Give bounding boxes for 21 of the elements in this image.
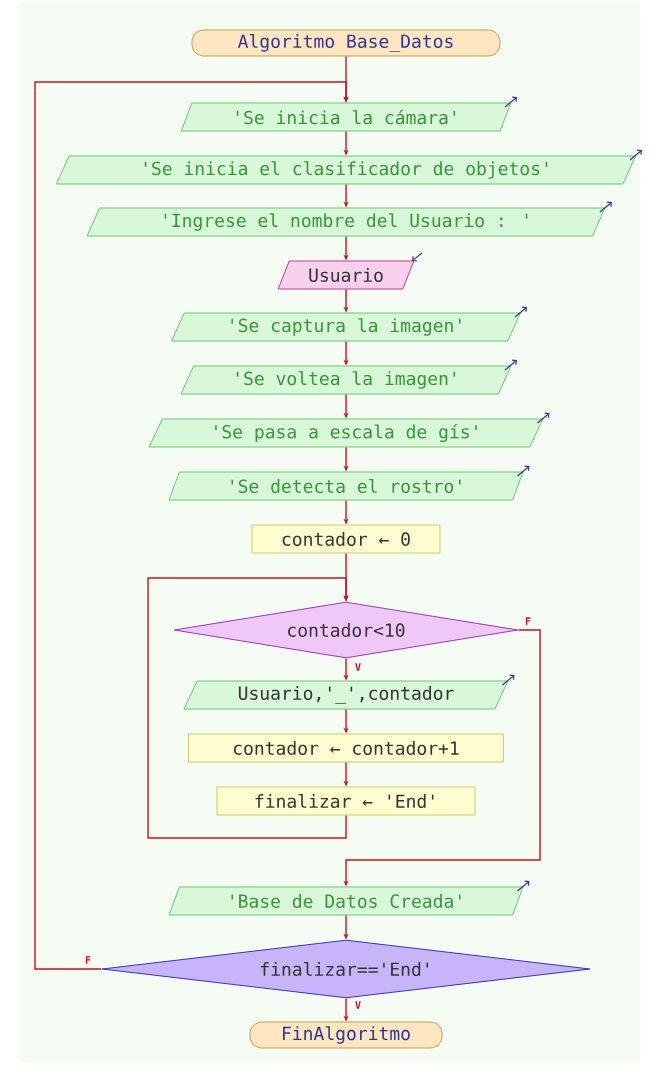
arrow: [147, 577, 349, 839]
edge-label: F: [524, 616, 532, 626]
process-box: contador ← 0: [251, 524, 441, 554]
input-parallelogram: Usuario: [277, 260, 415, 290]
output-parallelogram: 'Ingrese el nombre del Usuario : ': [86, 207, 606, 237]
edge-label: V: [354, 662, 362, 672]
edge-label: F: [84, 955, 92, 965]
output-parallelogram: 'Se pasa a escala de gís': [148, 418, 544, 448]
output-parallelogram: 'Base de Datos Creada': [168, 886, 524, 916]
process-box: contador ← contador+1: [188, 733, 504, 763]
terminal-box: FinAlgoritmo: [249, 1021, 443, 1049]
edge-label: V: [354, 1000, 362, 1010]
arrow: [34, 81, 349, 970]
process-box: finalizar ← 'End': [216, 786, 476, 816]
output-parallelogram: 'Se detecta el rostro': [168, 471, 524, 501]
output-parallelogram: 'Se captura la imagen': [171, 312, 521, 342]
output-parallelogram: 'Se voltea la imagen': [180, 365, 512, 395]
output-parallelogram: 'Se inicia la cámara': [180, 102, 512, 132]
terminal-box: Algoritmo Base_Datos: [191, 29, 501, 57]
output-parallelogram: 'Se inicia el clasificador de objetos': [56, 155, 636, 185]
output-parallelogram: Usuario,'_',contador: [183, 680, 509, 710]
